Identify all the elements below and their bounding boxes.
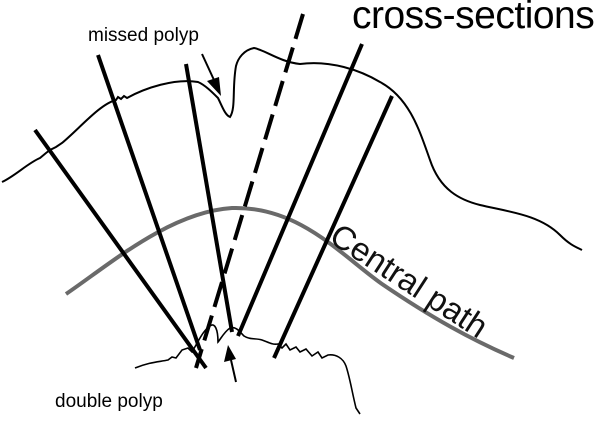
double-polyp-arrow-shaft xyxy=(230,359,237,383)
colon-wall-lower xyxy=(134,324,361,415)
cross-section-line-1 xyxy=(33,128,208,370)
missed-polyp-arrow-shaft xyxy=(201,53,215,81)
missed-polyp-arrowhead xyxy=(207,77,221,96)
cross-section-line-5 xyxy=(236,43,364,337)
colon-wall-upper xyxy=(1,46,583,251)
cross-section-line-6 xyxy=(272,95,394,359)
cross-section-line-dashed xyxy=(194,13,305,369)
diagram-title: cross-sections xyxy=(352,0,595,37)
missed-polyp-label: missed polyp xyxy=(88,25,199,46)
double-polyp-label: double polyp xyxy=(55,391,163,412)
central-path xyxy=(64,205,515,360)
cross-section-line-2 xyxy=(96,54,202,351)
double-polyp-arrowhead xyxy=(224,345,236,362)
cross-section-line-3 xyxy=(184,63,234,333)
